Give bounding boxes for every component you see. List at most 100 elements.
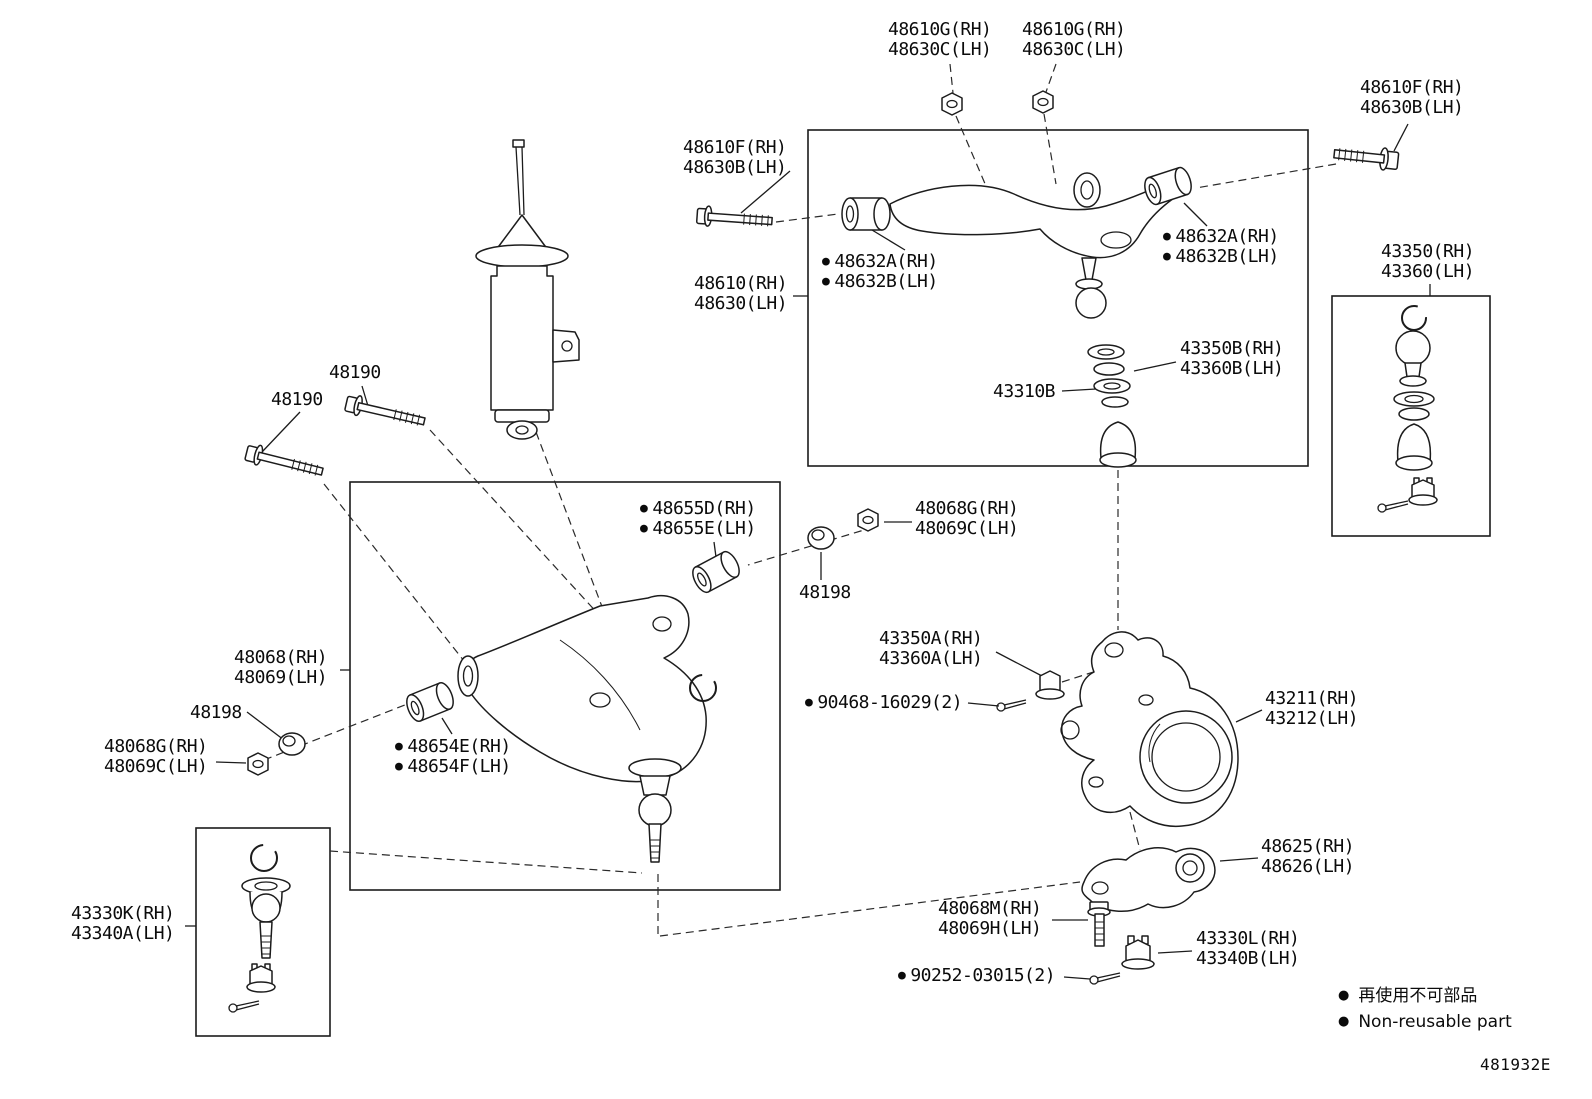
part-label: 48610F(RH)48630B(LH) (683, 138, 787, 178)
part-number-text: 48610F(RH) (1360, 77, 1464, 98)
non-reusable-dot: ● (1163, 249, 1171, 264)
part-number-text: 48610(RH) (694, 273, 788, 294)
part-number-text: 90252-03015(2) (910, 965, 1056, 986)
part-number-text: 43350A(RH) (879, 628, 983, 649)
part-number-text: 43211(RH) (1265, 688, 1359, 709)
castle-nut-icon-43350a (1035, 670, 1065, 700)
part-number-text: 48654F(LH) (407, 756, 511, 777)
diagram-code: 481932E (1480, 1055, 1551, 1074)
non-reusable-dot: ● (805, 695, 813, 710)
nut-icon-48610g-right (1032, 90, 1054, 114)
part-label: 43330K(RH)43340A(LH) (71, 903, 175, 944)
part-label: 48068G(RH)48069C(LH) (915, 499, 1019, 539)
part-label: 48610(RH)48630(LH) (694, 273, 788, 314)
non-reusable-dot: ● (640, 521, 648, 536)
lower-arm-bushing-front-icon (406, 682, 454, 722)
legend-line-jp: ● 再使用不可部品 (1338, 983, 1512, 1009)
shock-absorber-icon (475, 139, 580, 440)
part-number-text: 43360A(LH) (879, 648, 983, 669)
part-number-text: 48610G(RH) (888, 19, 992, 40)
part-label: ● 48655D(RH) ● 48655E(LH) (640, 499, 756, 539)
part-number-text: 48632B(LH) (1175, 246, 1279, 267)
part-number-text: 43350B(RH) (1180, 338, 1284, 359)
part-label: 48610G(RH)48630C(LH) (888, 19, 992, 60)
part-number-text: 48068(RH) (234, 647, 328, 668)
non-reusable-dot: ● (395, 759, 403, 774)
part-number-text: 48630B(LH) (1360, 97, 1464, 118)
nut-icon-48068g-left (247, 752, 269, 776)
bolt-icon-48190-upper (344, 395, 426, 426)
upper-arm-bushing-icon (1144, 166, 1192, 206)
lower-control-arm-icon (406, 550, 740, 863)
part-number-text: 43360(LH) (1381, 261, 1475, 282)
part-number-text: 43330L(RH) (1196, 928, 1300, 949)
part-label: ● 48632A(RH) ● 48632B(LH) (1163, 227, 1279, 267)
part-number-text: 48069C(LH) (104, 756, 208, 777)
part-number-text: 48625(RH) (1261, 836, 1355, 857)
part-label: 43350A(RH)43360A(LH) (879, 628, 983, 669)
cotter-pin-icon-90468 (996, 699, 1027, 712)
part-number-text: 48068G(RH) (104, 736, 208, 757)
part-number-text: 48626(LH) (1261, 856, 1355, 877)
part-number-text: 48655E(LH) (652, 518, 756, 539)
cotter-pin-icon-90252 (1089, 972, 1121, 985)
part-label: 48068G(RH)48069C(LH) (104, 736, 208, 777)
non-reusable-dot: ● (1338, 988, 1350, 1003)
leader-lines (185, 123, 1431, 980)
part-number-text: 43360B(LH) (1180, 358, 1284, 379)
part-number-text: 48069C(LH) (915, 518, 1019, 539)
legend-text-en: Non-reusable part (1358, 1012, 1512, 1032)
part-label: 48610F(RH)48630B(LH) (1360, 77, 1464, 118)
part-label: 48190 (329, 363, 381, 383)
castle-nut-icon-43330l (1121, 935, 1155, 970)
non-reusable-dot: ● (898, 968, 906, 983)
non-reusable-dot: ● (1163, 229, 1171, 244)
non-reusable-dot: ● (640, 501, 648, 516)
part-label: ● 90252-03015(2) (898, 965, 1056, 986)
upper-balljoint-kit-icon (1377, 305, 1438, 513)
part-number-text: 48632A(RH) (1175, 226, 1279, 247)
lower-arm-bushing-rear-icon (692, 550, 740, 594)
part-label: 43310B (993, 381, 1056, 402)
part-number-text: 48610G(RH) (1022, 19, 1126, 40)
part-label: 48190 (271, 390, 323, 410)
part-number-text: 43212(LH) (1265, 708, 1359, 729)
legend-line-en: ● Non-reusable part (1338, 1009, 1512, 1035)
snap-ring-icon (689, 674, 717, 702)
lower-balljoint-arm-icon (1081, 847, 1216, 912)
part-number-text: 43340A(LH) (71, 923, 175, 944)
part-number-text: 48655D(RH) (652, 498, 756, 519)
part-number-text: 48190 (271, 389, 323, 410)
nut-icon-48068g-right (857, 508, 879, 532)
nut-icon-48610g-left (941, 92, 963, 116)
part-number-text: 43330K(RH) (71, 903, 175, 924)
bolt-icon-48610f-left (695, 205, 773, 227)
bolt-icon-48610f-right (1333, 147, 1400, 171)
part-label: 43350B(RH)43360B(LH) (1180, 338, 1284, 379)
part-label: 43211(RH)43212(LH) (1265, 688, 1359, 729)
steering-knuckle-icon (1060, 631, 1239, 828)
part-label: 48625(RH)48626(LH) (1261, 836, 1355, 877)
part-label: 43350(RH)43360(LH) (1381, 241, 1475, 282)
part-number-text: 48068M(RH) (938, 898, 1042, 919)
part-number-text: 48630(LH) (694, 293, 788, 314)
part-number-text: 90468-16029(2) (817, 692, 963, 713)
part-label: 43330L(RH)43340B(LH) (1196, 928, 1300, 969)
part-label: 48068M(RH)48069H(LH) (938, 898, 1042, 939)
part-number-text: 48630C(LH) (1022, 39, 1126, 60)
part-label: 48068(RH)48069(LH) (234, 647, 328, 688)
part-number-text: 43350(RH) (1381, 241, 1475, 262)
part-number-text: 48654E(RH) (407, 736, 511, 757)
upper-control-arm-icon (841, 166, 1192, 468)
part-number-text: 48190 (329, 362, 381, 383)
snap-ring-icon (1401, 305, 1427, 331)
upper-arm-box (807, 129, 1309, 467)
part-number-text: 43310B (993, 381, 1056, 402)
part-number-text: 48069(LH) (234, 667, 328, 688)
part-number-text: 48198 (799, 582, 851, 603)
part-number-text: 48630C(LH) (888, 39, 992, 60)
part-number-text: 43340B(LH) (1196, 948, 1300, 969)
non-reusable-dot: ● (822, 254, 830, 269)
